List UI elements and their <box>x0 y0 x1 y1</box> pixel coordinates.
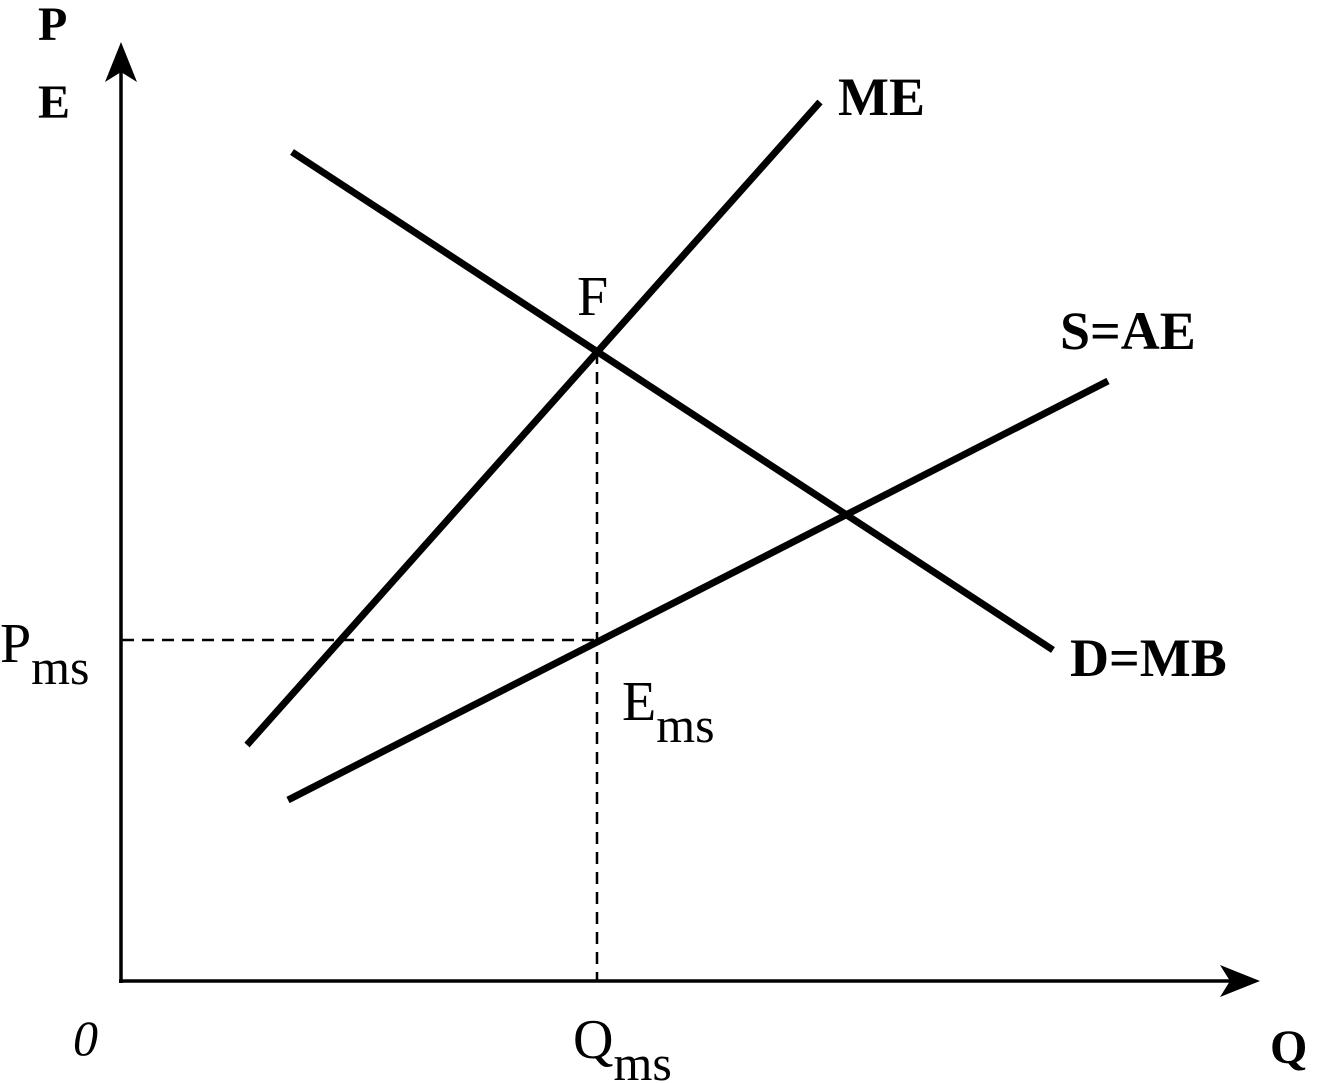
me-curve <box>244 99 823 748</box>
origin-label: 0 <box>73 1010 98 1066</box>
point-e-ms-sub: ms <box>656 697 714 753</box>
y-axis-label-e: E <box>38 76 70 129</box>
p-ms-label: Pms <box>0 613 90 695</box>
p-ms-sub: ms <box>31 639 89 695</box>
me-label: ME <box>838 67 925 127</box>
demand-mb-label: D=MB <box>1070 628 1227 688</box>
q-ms-label: Qms <box>573 1009 672 1083</box>
x-axis-label: Q <box>1270 1021 1307 1074</box>
point-f-label: F <box>577 266 608 328</box>
supply-ae-label: S=AE <box>1060 301 1196 361</box>
q-ms-main: Q <box>573 1009 613 1071</box>
y-axis-label-p: P <box>38 0 67 51</box>
p-ms-main: P <box>0 613 31 675</box>
y-axis-arrowhead <box>105 42 137 82</box>
q-ms-sub: ms <box>613 1035 671 1083</box>
demand-mb-curve <box>290 149 1055 653</box>
supply-ae-curve <box>286 377 1110 804</box>
point-e-ms-main: E <box>622 671 656 733</box>
point-e-ms-label: Ems <box>622 671 715 753</box>
x-axis-arrowhead <box>1220 965 1260 997</box>
